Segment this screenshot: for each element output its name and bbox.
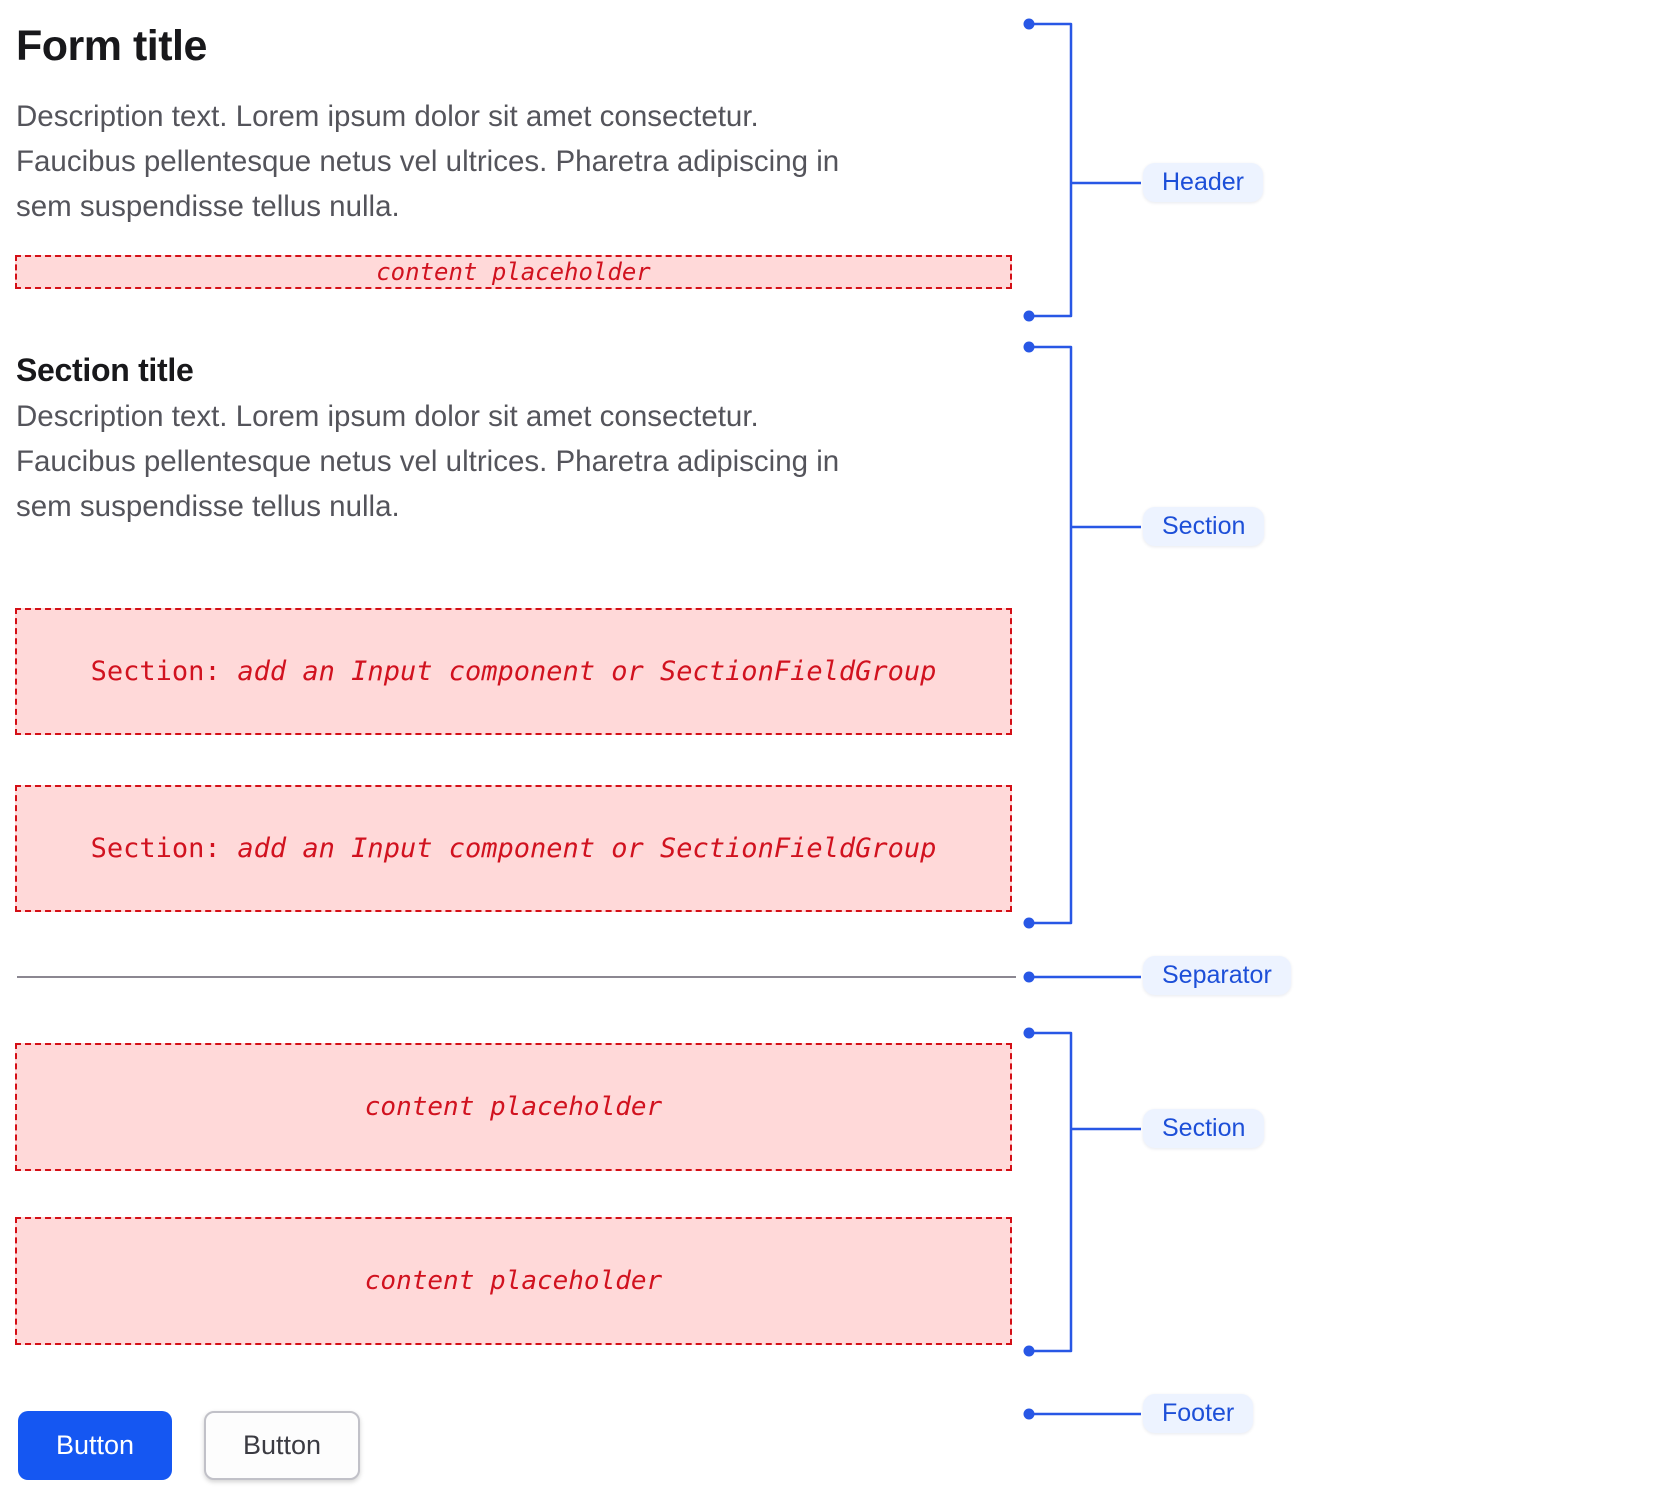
annotation-label-footer: Footer: [1143, 1394, 1254, 1433]
placeholder-prefix: Section:: [90, 656, 221, 687]
section-description: Description text. Lorem ipsum dolor sit …: [16, 394, 839, 529]
connector-dot: [1023, 341, 1035, 353]
section-description-line: sem suspendisse tellus nulla.: [16, 490, 400, 523]
placeholder-text: content placeholder: [376, 258, 651, 286]
annotation-label-header: Header: [1143, 163, 1263, 202]
connector-dot: [1023, 18, 1035, 30]
section-content-placeholder: content placeholder: [15, 1217, 1012, 1345]
form-description-line: Faucibus pellentesque netus vel ultrices…: [16, 145, 840, 178]
secondary-button[interactable]: Button: [204, 1411, 360, 1480]
placeholder-text: add an Input component or SectionFieldGr…: [237, 833, 937, 864]
form-description: Description text. Lorem ipsum dolor sit …: [16, 94, 839, 229]
form-description-line: sem suspendisse tellus nulla.: [16, 190, 400, 223]
connector-dot: [1023, 1027, 1035, 1039]
connector-dot: [1023, 971, 1035, 983]
primary-button[interactable]: Button: [18, 1411, 172, 1480]
annotation-label-section: Section: [1143, 507, 1265, 546]
annotation-label-separator: Separator: [1143, 956, 1291, 995]
section-description-line: Description text. Lorem ipsum dolor sit …: [16, 400, 759, 433]
section-title: Section title: [16, 352, 194, 388]
annotation-label-section: Section: [1143, 1109, 1265, 1148]
section-input-placeholder: Section: add an Input component or Secti…: [15, 785, 1012, 912]
placeholder-text: content placeholder: [364, 1092, 663, 1122]
placeholder-text: add an Input component or SectionFieldGr…: [237, 656, 937, 687]
connector-dot: [1023, 1408, 1035, 1420]
section-input-placeholder: Section: add an Input component or Secti…: [15, 608, 1012, 735]
placeholder-prefix: Section:: [90, 833, 221, 864]
separator-line: [17, 976, 1016, 978]
placeholder-text: content placeholder: [364, 1266, 663, 1296]
form-title: Form title: [16, 22, 207, 70]
header-content-placeholder: content placeholder: [15, 255, 1012, 289]
connector-dot: [1023, 917, 1035, 929]
header-bracket-line: [1029, 22, 1073, 318]
connector-dot: [1023, 310, 1035, 322]
section2-bracket-line: [1029, 1031, 1073, 1353]
form-description-line: Description text. Lorem ipsum dolor sit …: [16, 100, 759, 133]
section-description-line: Faucibus pellentesque netus vel ultrices…: [16, 445, 840, 478]
section1-bracket-line: [1029, 345, 1073, 925]
section-content-placeholder: content placeholder: [15, 1043, 1012, 1171]
connector-dot: [1023, 1345, 1035, 1357]
